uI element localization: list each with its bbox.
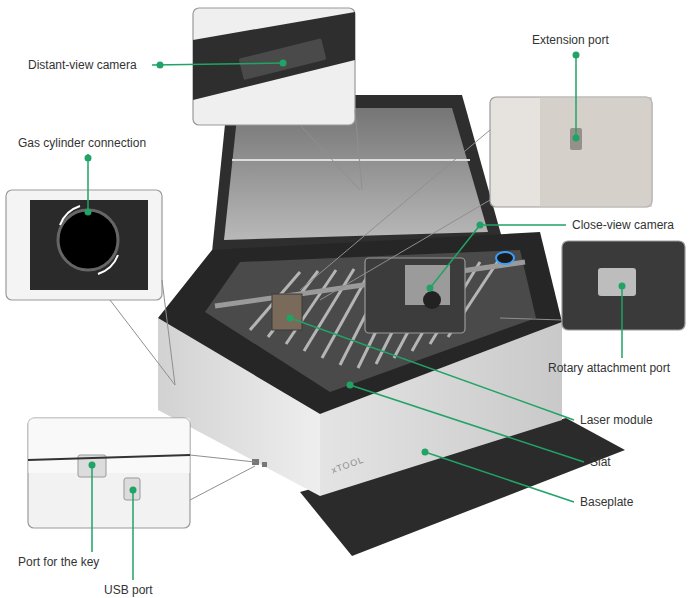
- part-label: USB port: [104, 583, 153, 597]
- part-label: Laser module: [580, 413, 653, 427]
- part-label: Extension port: [532, 33, 609, 47]
- part-label: Baseplate: [580, 495, 633, 509]
- part-label: Close-view camera: [572, 218, 674, 232]
- part-label: Port for the key: [18, 555, 99, 569]
- part-label: Rotary attachment port: [548, 361, 670, 375]
- part-label: Gas cylinder connection: [18, 136, 146, 150]
- part-label: Distant-view camera: [28, 58, 137, 72]
- part-label: Slat: [590, 455, 611, 469]
